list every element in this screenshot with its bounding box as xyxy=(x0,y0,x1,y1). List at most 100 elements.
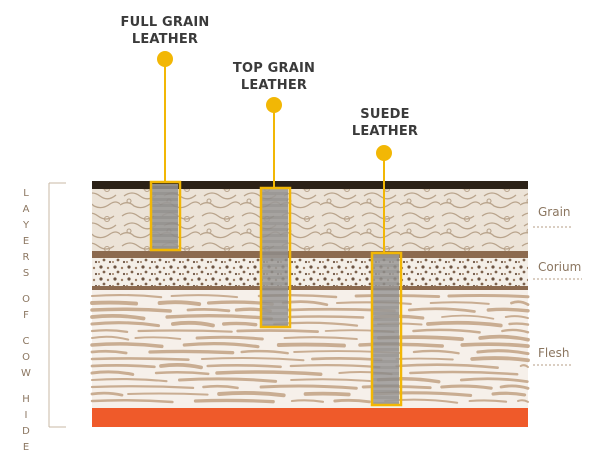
flesh-fiber xyxy=(429,301,490,305)
flesh-fiber xyxy=(289,363,381,369)
flesh-fiber xyxy=(90,364,156,369)
flesh-fiber xyxy=(460,342,530,348)
flesh-fiber xyxy=(90,300,139,306)
flesh-fiber xyxy=(510,300,530,306)
grain-label: Grain xyxy=(538,205,571,219)
flesh-fiber xyxy=(178,377,278,383)
full-grain-label-line1: FULL GRAIN xyxy=(120,15,210,30)
top-grain-label-line2: LEATHER xyxy=(240,78,308,93)
flesh-fiber xyxy=(501,328,530,334)
top-grain-label-line1: TOP GRAIN xyxy=(232,61,316,76)
flesh-fiber xyxy=(478,334,530,342)
flesh-fiber xyxy=(90,294,163,299)
side-bracket xyxy=(48,182,66,428)
flesh-fiber xyxy=(186,307,231,313)
flesh-fiber xyxy=(222,321,258,327)
flesh-label: Flesh xyxy=(538,346,570,360)
flesh-fiber xyxy=(333,398,371,404)
corium-label: Corium xyxy=(538,260,582,274)
flesh-fiber xyxy=(90,357,190,361)
suede-label-line2: LEATHER xyxy=(351,124,419,139)
flesh-fiber xyxy=(148,349,235,355)
flesh-fiber xyxy=(154,370,210,376)
full-grain-cut xyxy=(152,184,178,250)
corium-top-band xyxy=(92,251,528,258)
flesh-fiber xyxy=(441,314,495,320)
corium-bottom-band xyxy=(92,286,528,290)
flesh-fiber xyxy=(468,399,508,403)
suede-outline xyxy=(370,251,403,407)
full-grain-pin xyxy=(157,51,173,182)
flesh-fiber xyxy=(90,349,128,355)
flesh-fiber xyxy=(287,315,365,319)
side-word-cow: COW xyxy=(21,336,31,379)
flesh-fiber xyxy=(303,391,351,397)
suede-pin xyxy=(376,145,392,253)
flesh-fiber xyxy=(447,293,530,299)
flesh-fiber xyxy=(459,377,529,383)
flesh-fiber xyxy=(215,370,323,377)
suede-label: SUEDE LEATHER xyxy=(348,106,422,140)
flesh-fiber xyxy=(90,307,172,313)
flesh-fiber xyxy=(426,320,503,328)
flesh-fiber xyxy=(193,398,275,404)
flesh-fiber xyxy=(157,300,202,307)
flesh-fiber xyxy=(440,384,493,390)
side-word-hide: HIDE xyxy=(22,394,30,453)
flesh-fiber xyxy=(90,391,124,397)
flesh-fiber xyxy=(90,329,129,334)
flesh-fiber xyxy=(170,294,239,299)
flesh-fiber xyxy=(182,342,260,349)
flesh-fiber xyxy=(137,329,233,333)
epidermis-band xyxy=(92,181,528,189)
flesh-fiber xyxy=(200,357,305,362)
flesh-fiber xyxy=(407,307,476,313)
flesh-fiber xyxy=(240,349,289,355)
flesh-fiber xyxy=(90,399,174,404)
suede-cut xyxy=(373,253,399,405)
side-label: LAYERS OF COW HIDE xyxy=(14,186,38,456)
flesh-fiber xyxy=(412,349,460,355)
flesh-fiber xyxy=(395,363,499,369)
flesh-fiber xyxy=(491,391,527,397)
flesh-fiber xyxy=(134,336,182,340)
flesh-fiber xyxy=(290,399,325,403)
top-grain-outline xyxy=(259,186,292,329)
flesh-fiber xyxy=(90,321,161,328)
flesh-fiber xyxy=(499,384,530,390)
flesh-fiber xyxy=(206,364,282,369)
full-grain-label: FULL GRAIN LEATHER xyxy=(118,14,212,48)
flesh-fiber xyxy=(259,384,358,390)
flesh-fiber xyxy=(195,335,264,341)
flesh-fiber xyxy=(470,356,530,363)
flesh-fiber xyxy=(409,370,519,376)
flesh-fiber xyxy=(90,314,146,321)
flesh-layer xyxy=(92,290,528,408)
top-grain-cut xyxy=(262,189,288,327)
flesh-fiber xyxy=(517,399,529,403)
flesh-fiber xyxy=(90,378,168,383)
flesh-fiber xyxy=(90,370,135,376)
flesh-fiber xyxy=(217,390,286,398)
flesh-fiber xyxy=(91,335,130,341)
flesh-fiber xyxy=(395,357,454,361)
flesh-fiber xyxy=(127,392,209,396)
flesh-stripes xyxy=(90,293,530,404)
flesh-fiber xyxy=(90,385,195,390)
side-word-of: OF xyxy=(22,294,30,321)
flesh-fiber xyxy=(159,363,203,370)
flesh-fiber xyxy=(519,364,529,368)
flesh-fiber xyxy=(236,329,319,333)
flesh-fiber xyxy=(486,307,530,313)
flesh-fiber xyxy=(508,322,530,326)
flesh-fiber xyxy=(283,336,358,341)
flesh-fiber xyxy=(171,320,215,328)
flesh-fiber xyxy=(90,342,164,349)
corium-layer xyxy=(92,258,528,286)
side-word-layers: LAYERS xyxy=(22,188,30,279)
flesh-fiber xyxy=(290,378,371,382)
flesh-fiber xyxy=(504,315,529,320)
flesh-fiber xyxy=(202,384,239,390)
top-grain-label: TOP GRAIN LEATHER xyxy=(228,60,320,94)
